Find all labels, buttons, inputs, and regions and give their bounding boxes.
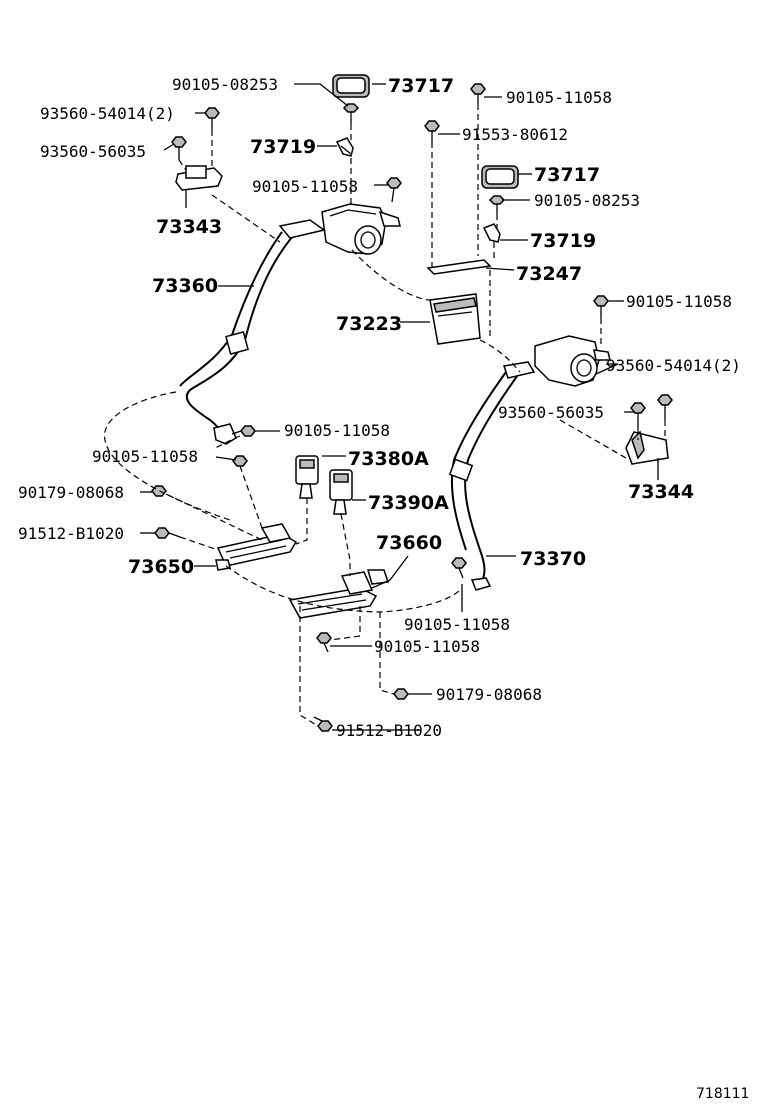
part-73343	[175, 165, 223, 191]
bolt-93560-56035-right	[630, 402, 646, 428]
bolt-90105-11058-right	[593, 295, 609, 318]
label-73247: 73247	[516, 263, 582, 285]
diagram-code: 718111	[696, 1086, 749, 1102]
label-90179-08068-left: 90179-08068	[18, 483, 124, 502]
assembly-lines	[103, 104, 666, 727]
label-93560-56035-right: 93560-56035	[498, 403, 604, 422]
label-90105-08253-right: 90105-08253	[534, 191, 640, 210]
bolt-90105-11058-left	[232, 455, 248, 467]
label-73343: 73343	[156, 216, 222, 238]
label-73370: 73370	[520, 548, 586, 570]
part-73380A	[295, 455, 319, 499]
label-90179-08068-bottom: 90179-08068	[436, 685, 542, 704]
bolt-90105-11058-upper	[386, 177, 402, 203]
bolt-90105-11058-bottom	[316, 632, 332, 653]
label-90105-11058-top: 90105-11058	[506, 88, 612, 107]
bolt-90105-08253-right	[488, 195, 506, 214]
part-73344	[625, 430, 669, 465]
part-73390A	[329, 469, 353, 515]
label-91512-B1020-bottom: 91512-B1020	[336, 721, 442, 740]
label-73719-right: 73719	[530, 230, 596, 252]
label-90105-11058-bottom: 90105-11058	[374, 637, 480, 656]
label-90105-11058-upper: 90105-11058	[252, 177, 358, 196]
bolt-91512-B1020-left	[154, 527, 181, 539]
retractor-left-upper	[321, 203, 401, 255]
label-73390A: 73390A	[368, 492, 449, 514]
retractor-right	[534, 335, 611, 387]
label-73717-right: 73717	[534, 164, 600, 186]
bolt-90105-11058-lower	[451, 557, 467, 579]
label-73650: 73650	[128, 556, 194, 578]
bolt-90105-11058-top	[470, 83, 486, 104]
label-91512-B1020-left: 91512-B1020	[18, 524, 124, 543]
label-73380A: 73380A	[348, 448, 429, 470]
part-73223	[429, 293, 481, 345]
bolt-93560-56035-left	[171, 136, 187, 160]
label-90105-11058-lower: 90105-11058	[404, 615, 510, 634]
belt-73370	[448, 361, 536, 591]
label-93560-56035-left: 93560-56035	[40, 142, 146, 161]
part-73719-right	[482, 223, 501, 243]
label-73660: 73660	[376, 532, 442, 554]
belt-73360	[179, 219, 326, 445]
label-90105-11058-mid: 90105-11058	[284, 421, 390, 440]
part-73719-left	[335, 137, 354, 157]
part-73650	[215, 523, 298, 571]
bolt-93560-54014-left	[204, 107, 220, 130]
leader-lines	[140, 83, 659, 731]
label-73717-top: 73717	[388, 75, 454, 97]
part-73247	[426, 259, 492, 275]
label-90105-08253-top: 90105-08253	[172, 75, 278, 94]
label-73344: 73344	[628, 481, 694, 503]
label-73719-left: 73719	[250, 136, 316, 158]
label-90105-11058-right: 90105-11058	[626, 292, 732, 311]
bolt-93560-54014-right	[657, 394, 673, 420]
label-91553-80612: 91553-80612	[462, 125, 568, 144]
bolt-90105-11058-mid	[231, 425, 256, 437]
bolt-91553-80612	[424, 120, 440, 142]
nut-90179-08068-bottom	[393, 688, 409, 700]
label-93560-54014-right: 93560-54014(2)	[606, 356, 741, 375]
part-73660	[288, 569, 390, 619]
part-73717-top	[332, 74, 370, 98]
label-73360: 73360	[152, 275, 218, 297]
part-73717-right	[481, 165, 519, 189]
label-90105-11058-left: 90105-11058	[92, 447, 198, 466]
bolt-90105-08253-top	[342, 103, 360, 124]
label-93560-54014-left: 93560-54014(2)	[40, 104, 175, 123]
bolt-91512-B1020-bottom	[313, 716, 333, 732]
label-73223: 73223	[336, 313, 402, 335]
